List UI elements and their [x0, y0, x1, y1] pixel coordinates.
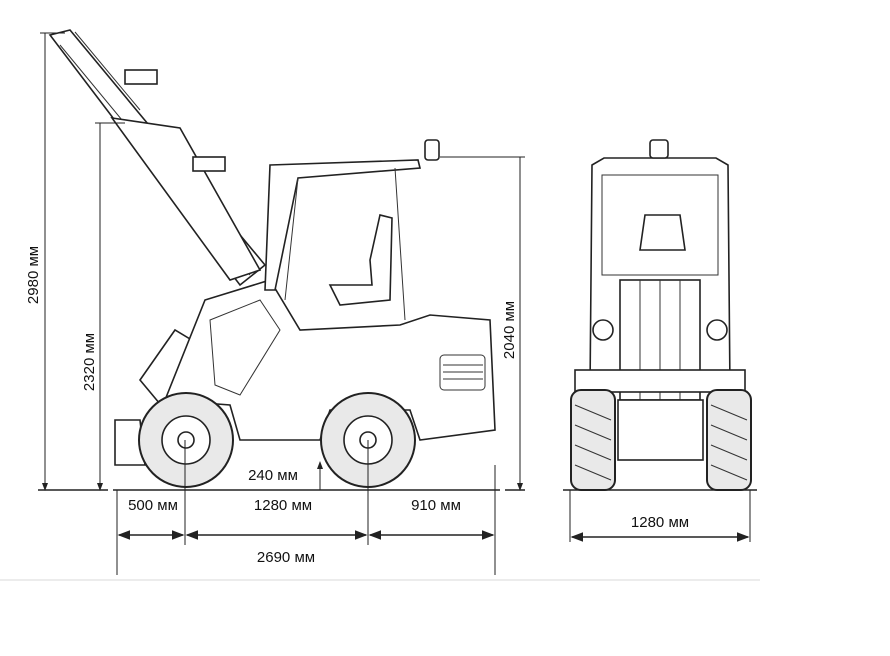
- headlight-right: [706, 319, 728, 341]
- front-bucket-frame: [617, 399, 704, 461]
- front-beacon: [649, 139, 669, 159]
- loader-side-view: [48, 29, 496, 488]
- hinge-pin-height-label: 2320 мм: [81, 333, 98, 391]
- ground-clearance-label: 240 мм: [248, 467, 298, 484]
- front-attachment-plate: [114, 419, 146, 466]
- overall-width-label: 1280 мм: [631, 514, 689, 531]
- max-lift-height-label: 2980 мм: [25, 246, 42, 304]
- front-overhang-label: 500 мм: [128, 497, 178, 514]
- cab-height-label: 2040 мм: [501, 301, 518, 359]
- front-left-wheel: [570, 389, 616, 491]
- loader-front-view: [570, 139, 752, 491]
- attachment-coupler: [124, 69, 158, 85]
- beacon-light: [424, 139, 440, 161]
- lift-arm: [110, 116, 262, 281]
- operator-seat: [328, 214, 393, 306]
- headlight-left: [592, 319, 614, 341]
- rear-overhang-label: 910 мм: [411, 497, 461, 514]
- dimension-lines: [0, 32, 760, 581]
- overall-length-label: 2690 мм: [257, 549, 315, 566]
- front-right-wheel: [706, 389, 752, 491]
- front-seat: [639, 214, 686, 251]
- chassis: [163, 279, 496, 441]
- rear-grille: [439, 354, 486, 391]
- wheelbase-label: 1280 мм: [254, 497, 312, 514]
